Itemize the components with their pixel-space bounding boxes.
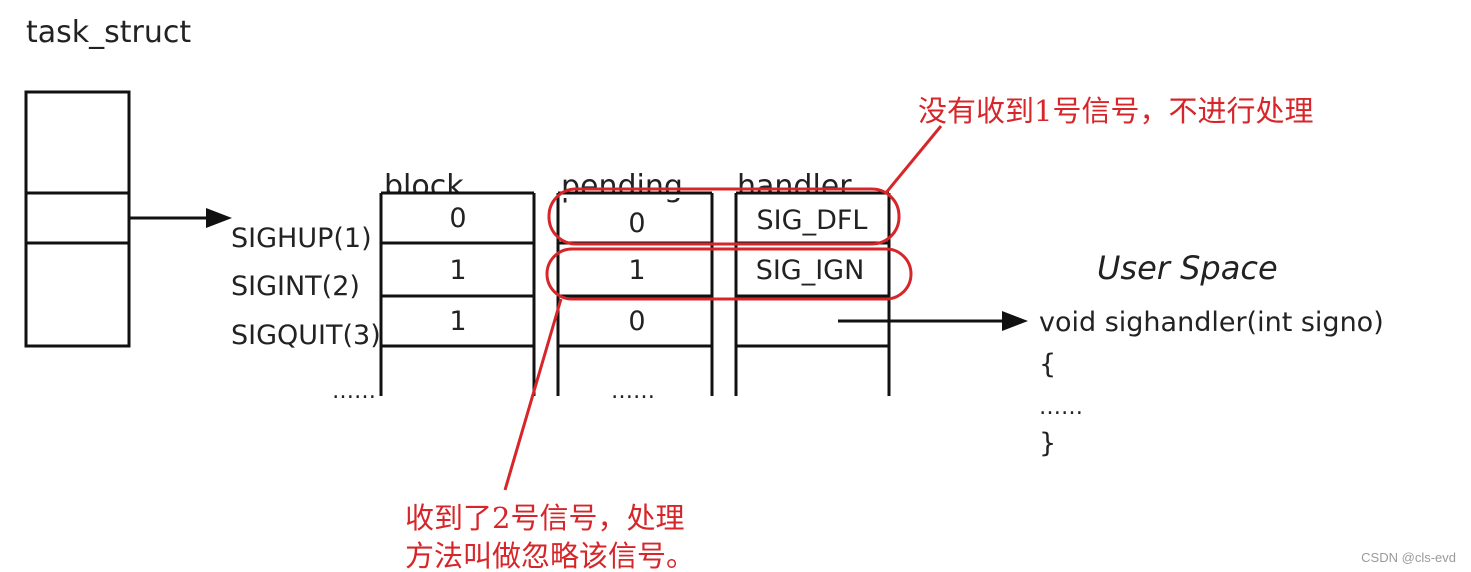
user-space-line-3: …… <box>1039 395 1083 420</box>
handler-arrow <box>838 311 1028 331</box>
user-space-line-2: { <box>1039 349 1056 380</box>
pointer-line-top <box>883 125 943 195</box>
block-value-sigint: 1 <box>449 255 466 286</box>
signal-ellipsis: …… <box>332 379 376 404</box>
column-header-block: block <box>384 169 464 204</box>
column-header-handler: handler <box>737 169 852 204</box>
handler-value-sigint: SIG_IGN <box>756 255 865 286</box>
highlight-row-sighup <box>547 187 901 246</box>
pointer-line-bottom <box>503 298 563 491</box>
annotation-top: 没有收到1号信号，不进行处理 <box>918 94 1313 128</box>
pending-value-sigquit: 0 <box>628 306 645 337</box>
column-header-pending: pending <box>561 169 683 204</box>
block-value-sighup: 0 <box>449 203 466 234</box>
user-space-title: User Space <box>1097 249 1278 287</box>
annotation-bottom-line-2: 方法叫做忽略该信号。 <box>405 539 695 572</box>
block-column <box>379 191 536 396</box>
red-annotations <box>503 125 943 491</box>
block-value-sigquit: 1 <box>449 306 466 337</box>
handler-column <box>734 191 891 396</box>
task-struct-box <box>24 90 131 348</box>
annotation-bottom-line-1: 收到了2号信号，处理 <box>405 501 684 535</box>
pending-value-sighup: 0 <box>628 208 645 239</box>
task-struct-label: task_struct <box>26 15 191 50</box>
handler-value-sighup: SIG_DFL <box>757 205 868 236</box>
csdn-watermark: CSDN @cls-evd <box>1361 550 1456 565</box>
pending-value-sigint: 1 <box>628 255 645 286</box>
user-space-line-1: void sighandler(int signo) <box>1039 307 1384 338</box>
task-struct-arrow <box>129 208 232 228</box>
header-clip <box>360 192 920 198</box>
pending-ellipsis: …… <box>611 379 655 404</box>
signal-name-sighup: SIGHUP(1) <box>231 223 372 254</box>
user-space-line-4: } <box>1039 428 1056 459</box>
signal-name-sigquit: SIGQUIT(3) <box>231 320 381 351</box>
signal-name-sigint: SIGINT(2) <box>231 271 360 302</box>
highlight-row-sigint <box>545 247 913 301</box>
